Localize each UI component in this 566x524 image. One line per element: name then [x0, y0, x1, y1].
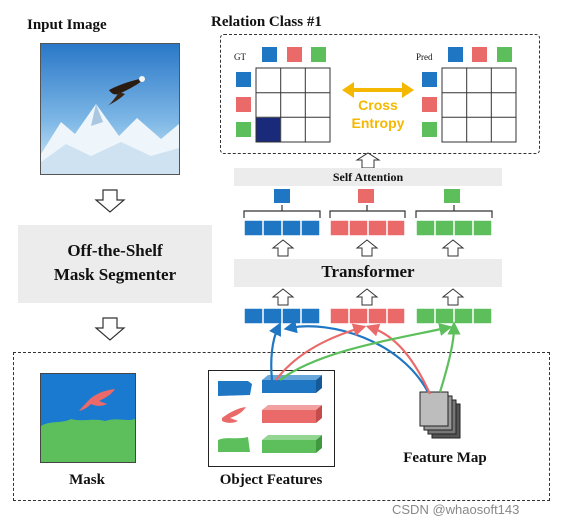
pred-row-red	[422, 97, 437, 112]
up-arrow-to-relation	[355, 152, 381, 169]
arrow-green-from-objects	[279, 322, 453, 381]
gt-header-red	[287, 47, 302, 62]
gt-row-blue	[236, 72, 251, 87]
cross-entropy-label-line1: Cross	[358, 97, 398, 113]
feature-bar-blue	[262, 375, 322, 393]
input-image	[40, 43, 180, 175]
gt-positive-cell	[256, 117, 281, 142]
gt-row-red	[236, 97, 251, 112]
lower-token-row	[243, 307, 493, 325]
pred-header-blue	[448, 47, 463, 62]
crop-grass	[218, 437, 250, 452]
watermark: CSDN @whaosoft143	[392, 502, 520, 517]
lower-up-arrows	[271, 288, 465, 306]
pred-row-green	[422, 122, 437, 137]
feature-bar-green	[262, 435, 322, 453]
cross-entropy-label-line2: Entropy	[351, 115, 405, 131]
transformer-box	[234, 259, 502, 287]
pred-matrix	[441, 67, 517, 143]
arrow-green-from-map	[438, 321, 461, 393]
pooled-token-red	[358, 189, 374, 203]
pooled-token-green	[444, 189, 460, 203]
upper-up-arrows	[271, 239, 465, 257]
pred-header-red	[472, 47, 487, 62]
gt-row-green	[236, 122, 251, 137]
eagle-icon	[107, 76, 145, 106]
gt-label: GT	[234, 52, 246, 62]
pooled-token-blue	[274, 189, 290, 203]
input-image-art	[41, 76, 179, 174]
segmenter-label-line2: Mask Segmenter	[53, 265, 177, 284]
crop-eagle	[222, 407, 246, 423]
bird-mask-icon	[79, 389, 115, 411]
arrow-red-from-map	[365, 323, 432, 395]
mask-segmenter-box	[18, 225, 212, 303]
upper-token-row	[243, 219, 493, 237]
self-attention-box	[234, 168, 502, 186]
cross-entropy-arrow	[342, 82, 414, 98]
bottom-region-box	[13, 352, 550, 501]
mask-caption: Mask	[69, 472, 105, 488]
relation-class-box	[220, 34, 540, 154]
self-attention-label: Self Attention	[332, 170, 404, 184]
feature-map-icon	[419, 391, 461, 439]
input-image-title: Input Image	[27, 17, 107, 33]
mask-image	[40, 373, 136, 463]
object-features-caption: Object Features	[219, 472, 323, 488]
segmenter-label-line1: Off-the-Shelf	[67, 241, 163, 260]
feature-map-caption: Feature Map	[403, 450, 487, 466]
pred-row-blue	[422, 72, 437, 87]
relation-class-title: Relation Class #1	[211, 14, 322, 30]
crop-sky	[218, 381, 252, 396]
pooling-brackets	[243, 205, 493, 218]
pred-header-green	[497, 47, 512, 62]
arrow-red-from-objects	[275, 323, 367, 381]
mask-art	[41, 389, 135, 462]
pred-label: Pred	[416, 52, 433, 62]
gt-header-green	[311, 47, 326, 62]
transformer-label: Transformer	[321, 262, 415, 281]
arrow-blue-from-objects	[269, 322, 281, 381]
arrow-blue-from-map	[283, 320, 429, 393]
feature-bar-red	[262, 405, 322, 423]
gt-header-blue	[262, 47, 277, 62]
